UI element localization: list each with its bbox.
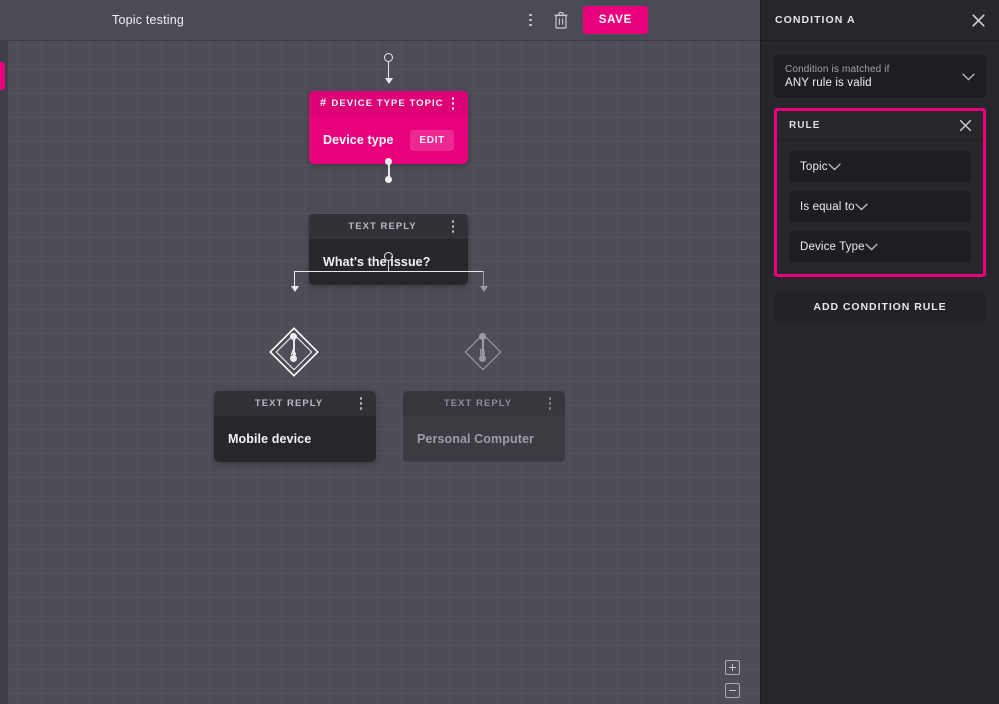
node-body-text: Personal Computer xyxy=(417,432,535,446)
kebab-menu-icon[interactable] xyxy=(445,218,461,236)
close-icon[interactable] xyxy=(971,13,986,28)
rule-header: RULE xyxy=(777,111,983,141)
save-button[interactable]: SAVE xyxy=(582,6,648,34)
rule-value-value: Device Type xyxy=(800,240,865,253)
canvas-left-edge xyxy=(0,41,8,704)
node-body-text: What's the issue? xyxy=(323,255,431,269)
topbar-actions: SAVE xyxy=(523,6,760,34)
chevron-down-icon xyxy=(855,203,868,210)
node-header-label: TEXT REPLY xyxy=(254,398,324,409)
close-icon[interactable] xyxy=(958,118,973,133)
add-condition-rule-button[interactable]: ADD CONDITION RULE xyxy=(774,291,986,322)
node-body: Device type EDIT xyxy=(309,116,468,164)
topbar: Topic testing SAVE xyxy=(0,0,760,41)
kebab-menu-icon[interactable] xyxy=(523,11,539,29)
rule-field-select[interactable]: Topic xyxy=(789,151,971,182)
panel-title: CONDITION A xyxy=(775,14,856,26)
node-header: TEXT REPLY xyxy=(403,391,565,416)
flow-canvas[interactable]: # DEVICE TYPE TOPIC Device type EDIT TEX… xyxy=(0,41,760,704)
trash-icon[interactable] xyxy=(553,11,569,29)
condition-panel: CONDITION A Condition is matched if ANY … xyxy=(760,0,999,704)
page-title: Topic testing xyxy=(112,13,185,27)
rule-operator-select[interactable]: Is equal to xyxy=(789,191,971,222)
node-header-label: DEVICE TYPE TOPIC xyxy=(331,98,444,109)
chevron-down-icon xyxy=(827,163,841,170)
condition-match-value: ANY rule is valid xyxy=(785,77,872,89)
node-header: TEXT REPLY xyxy=(309,214,468,239)
hash-icon: # xyxy=(320,97,327,109)
node-header-label: TEXT REPLY xyxy=(348,221,417,232)
rule-operator-value: Is equal to xyxy=(800,200,855,213)
kebab-menu-icon[interactable] xyxy=(542,395,558,413)
node-body-text: Mobile device xyxy=(228,432,312,446)
edit-button[interactable]: EDIT xyxy=(410,129,454,151)
rule-value-select[interactable]: Device Type xyxy=(789,231,971,262)
rule-field-value: Topic xyxy=(800,160,828,173)
node-header: TEXT REPLY xyxy=(214,391,376,416)
zoom-in-icon[interactable] xyxy=(725,660,740,675)
node-header-label: TEXT REPLY xyxy=(443,398,513,409)
panel-header: CONDITION A xyxy=(761,0,999,41)
kebab-menu-icon[interactable] xyxy=(353,395,369,413)
node-text-reply-main[interactable]: TEXT REPLY What's the issue? xyxy=(309,214,468,285)
condition-match-select[interactable]: Condition is matched if ANY rule is vali… xyxy=(774,55,986,98)
chevron-down-icon xyxy=(962,73,975,80)
rule-card: RULE Topic Is equal t xyxy=(774,108,986,277)
rule-fields: Topic Is equal to Device xyxy=(777,141,983,274)
chevron-down-icon xyxy=(865,243,878,250)
kebab-menu-icon[interactable] xyxy=(445,95,461,113)
rule-title: RULE xyxy=(789,120,821,131)
node-text-reply-b[interactable]: TEXT REPLY Personal Computer xyxy=(403,391,565,462)
offscreen-node-marker[interactable] xyxy=(0,62,5,90)
zoom-out-icon[interactable] xyxy=(725,683,740,698)
node-body: Mobile device xyxy=(214,416,376,462)
node-device-type-topic[interactable]: # DEVICE TYPE TOPIC Device type EDIT xyxy=(309,91,468,164)
zoom-controls xyxy=(725,660,740,698)
node-body: Personal Computer xyxy=(403,416,565,462)
node-header: # DEVICE TYPE TOPIC xyxy=(309,91,468,116)
node-text-reply-a[interactable]: TEXT REPLY Mobile device xyxy=(214,391,376,462)
node-body-text: Device type xyxy=(323,133,394,147)
panel-body: Condition is matched if ANY rule is vali… xyxy=(761,41,999,277)
node-body: What's the issue? xyxy=(309,239,468,285)
condition-match-label: Condition is matched if xyxy=(785,64,890,75)
